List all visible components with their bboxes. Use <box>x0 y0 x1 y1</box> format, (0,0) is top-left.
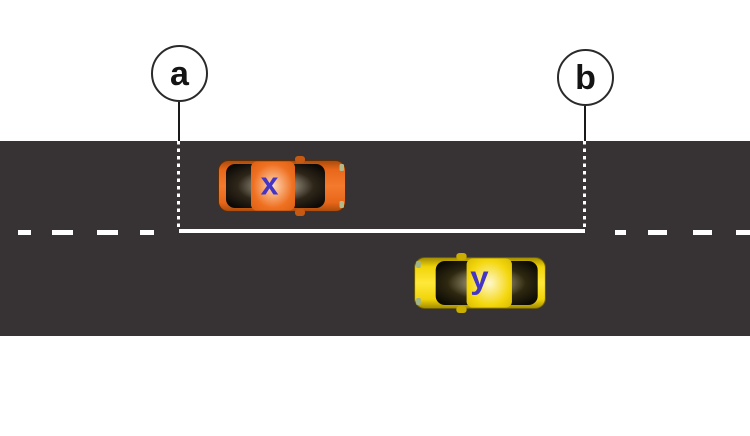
car-y: y <box>412 252 548 314</box>
car-top-view-icon: x <box>218 156 346 216</box>
center-solid-line <box>179 229 585 233</box>
lane-dash <box>615 230 626 235</box>
marker-a-guide-line <box>177 141 180 231</box>
marker-a-label: a <box>170 54 189 93</box>
road-surface <box>0 141 750 336</box>
lane-dash <box>648 230 667 235</box>
lane-dash <box>736 230 750 235</box>
car-x-label: x <box>261 166 279 202</box>
lane-dash <box>97 230 118 235</box>
car-top-view-icon: y <box>414 253 546 313</box>
car-y-label: y <box>470 260 488 295</box>
car-x: x <box>216 155 348 217</box>
marker-b-circle: b <box>557 49 614 106</box>
marker-b-label: b <box>575 58 596 97</box>
lane-dash <box>140 230 154 235</box>
lane-dash <box>693 230 712 235</box>
lane-dash <box>18 230 31 235</box>
marker-b-guide-line <box>583 141 586 231</box>
marker-a-circle: a <box>151 45 208 102</box>
lane-dash <box>52 230 73 235</box>
marker-a-stem <box>178 102 180 141</box>
marker-b-stem <box>584 106 586 141</box>
